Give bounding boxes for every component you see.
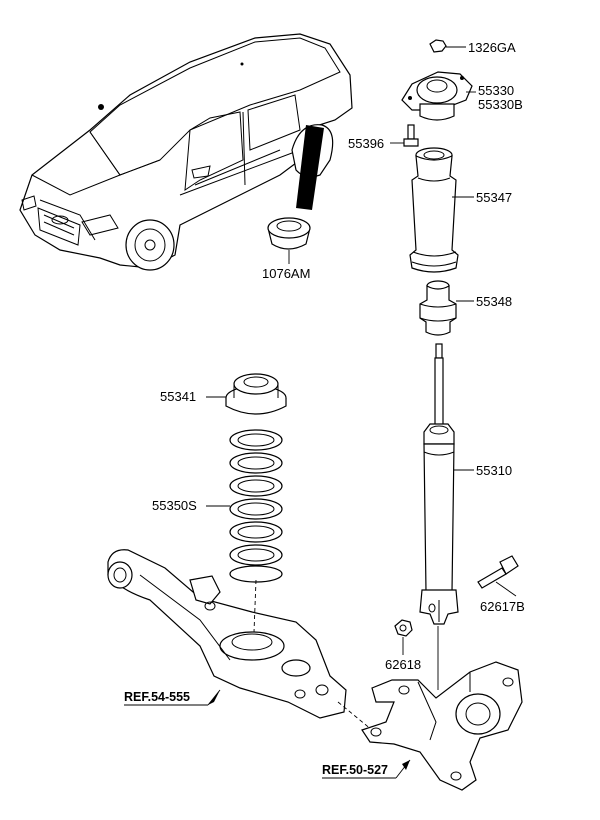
label-55396: 55396: [348, 136, 384, 151]
lower-control-arm: [107, 549, 373, 731]
label-ref-54-555: REF.54-555: [124, 690, 190, 704]
label-1076am: 1076AM: [262, 266, 310, 281]
label-62617b: 62617B: [480, 599, 525, 614]
coil-spring: [206, 429, 283, 583]
lower-bolt: [477, 555, 519, 597]
ref-arm-leader: [124, 689, 221, 706]
label-55330b: 55330B: [478, 97, 523, 112]
steering-knuckle: [361, 661, 523, 791]
label-55350s: 55350S: [152, 498, 197, 513]
label-55347: 55347: [476, 190, 512, 205]
spring-pad: [206, 373, 287, 415]
label-55330: 55330: [478, 83, 514, 98]
label-55341: 55341: [160, 389, 196, 404]
rubber-plug: [267, 217, 311, 264]
label-1326ga: 1326GA: [468, 40, 516, 55]
label-62618: 62618: [385, 657, 421, 672]
bump-stopper: [419, 280, 474, 336]
label-ref-50-527: REF.50-527: [322, 763, 388, 777]
label-55310: 55310: [476, 463, 512, 478]
top-mount: [401, 71, 476, 121]
top-nut: [429, 39, 466, 53]
lower-nut: [394, 619, 413, 655]
car-illustration: [19, 33, 353, 271]
ref-knuckle-leader: [322, 759, 411, 779]
dust-cover: [409, 147, 474, 273]
shock-absorber: [419, 343, 474, 690]
small-bolt: [390, 124, 419, 147]
label-55348: 55348: [476, 294, 512, 309]
